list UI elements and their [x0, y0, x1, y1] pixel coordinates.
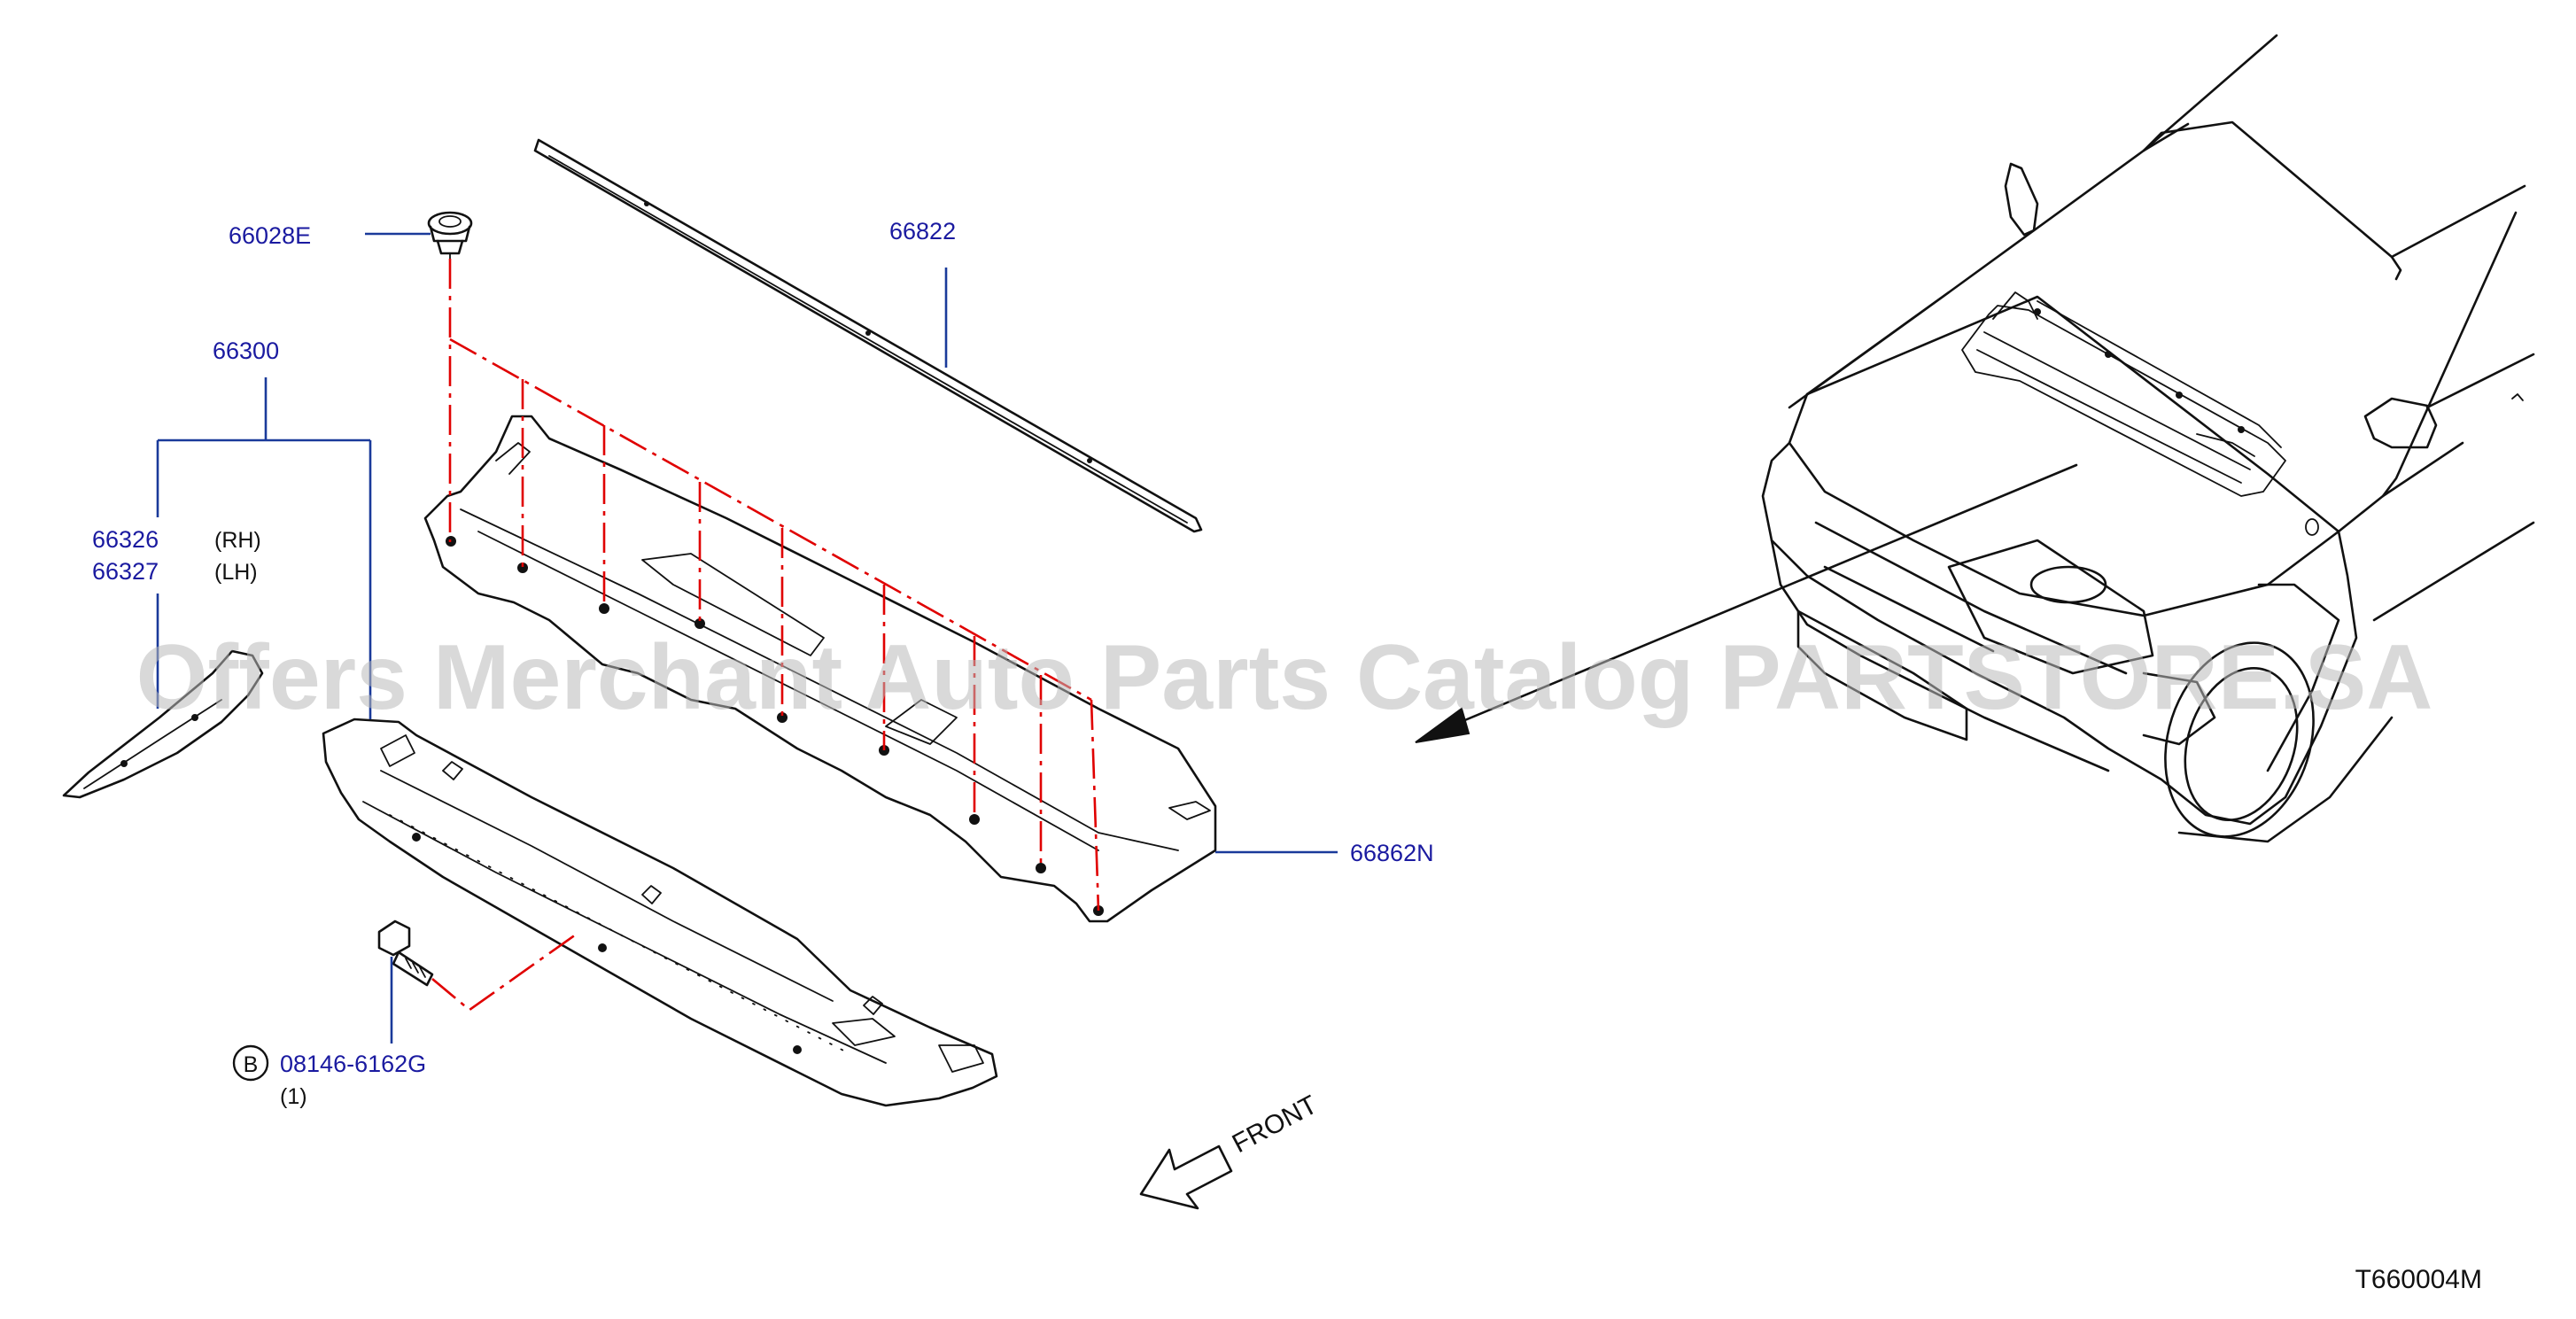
part-label-66862N: 66862N: [1350, 840, 1434, 866]
part-label-rh: (RH): [214, 528, 261, 553]
side-cowl-66326-66327: [62, 649, 264, 799]
part-label-66028E: 66028E: [229, 222, 311, 249]
part-label-lh: (LH): [214, 560, 258, 585]
leader-lines: [156, 232, 1338, 1044]
part-label-66822: 66822: [889, 218, 956, 244]
part-label-66300: 66300: [213, 338, 279, 364]
front-label: FRONT: [1228, 1090, 1323, 1160]
bolt-marker: B: [244, 1052, 259, 1077]
seal-strip-66822: [533, 138, 1203, 533]
part-label-08146-6162G: 08146-6162G: [280, 1051, 426, 1077]
assembly-guides: [431, 259, 1100, 1012]
front-direction-arrow: FRONT: [1139, 1090, 1323, 1210]
diagram-reference: T660004M: [2355, 1265, 2482, 1294]
watermark: Offers Merchant Auto Parts Catalog PARTS…: [136, 626, 2433, 729]
part-label-66326: 66326: [92, 526, 159, 553]
clip-66028E: [427, 211, 473, 260]
vehicle-illustration: [1415, 34, 2535, 843]
cowl-panel-66300: [322, 718, 998, 1107]
part-label-66327: 66327: [92, 558, 159, 585]
bolt-08146-6162G: [377, 919, 434, 987]
bolt-callout: B 08146-6162G (1): [232, 1044, 426, 1109]
bolt-quantity: (1): [280, 1084, 307, 1109]
